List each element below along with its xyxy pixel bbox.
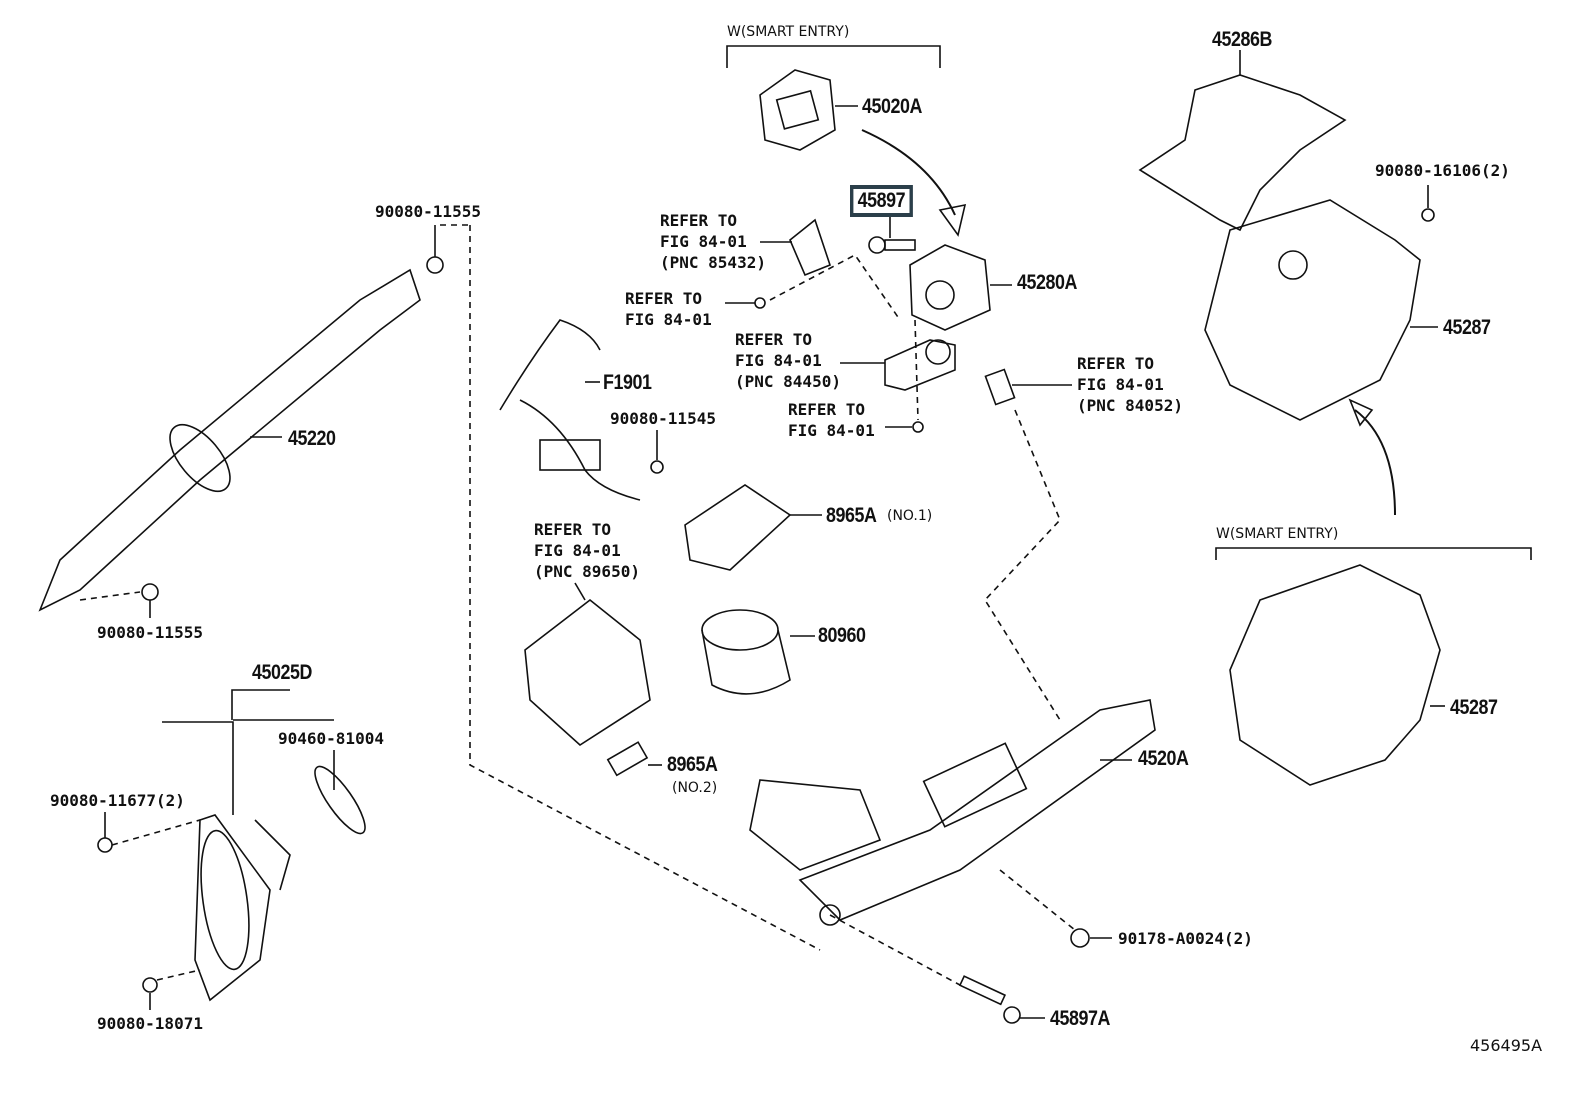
part-90080-16106 [1421,185,1435,222]
ref-line: REFER TO [534,520,612,539]
label-90460-81004[interactable]: 90460-81004 [278,729,384,748]
ref-line: FIG 84-01 [625,310,712,329]
ref-line: REFER TO [625,289,703,308]
part-84450 [840,339,956,391]
reference-pnc-89650[interactable]: REFER TO FIG 84-01 (PNC 89650) [534,519,640,582]
part-80960 [701,609,815,695]
ref-line: (PNC 84052) [1077,396,1183,415]
label-45897-highlighted[interactable]: 45897 [850,185,913,217]
note-no2: (NO.2) [672,780,718,796]
reference-pnc-85432[interactable]: REFER TO FIG 84-01 (PNC 85432) [660,210,766,273]
ref-line: (PNC 89650) [534,562,640,581]
smart-entry-note-top: W(SMART ENTRY) [727,24,850,40]
label-90080-18071[interactable]: 90080-18071 [97,1014,203,1033]
arrow-head-right [1348,398,1374,427]
ref-line: REFER TO [735,330,813,349]
part-84052 [984,368,1072,406]
label-4520A[interactable]: 4520A [1138,747,1189,770]
label-45897A[interactable]: 45897A [1050,1007,1110,1030]
part-90080-11555-bottom [79,583,159,618]
part-8965A-no2 [606,741,662,777]
part-90080-11545 [650,430,664,474]
part-45286B-cover [1138,50,1347,232]
label-45287-b[interactable]: 45287 [1450,696,1498,719]
part-90460-81004-clamp [233,719,366,835]
label-F1901[interactable]: F1901 [603,371,652,394]
label-90080-11555-bottom[interactable]: 90080-11555 [97,623,203,642]
part-89650-ecu [524,582,651,747]
ref-line: (PNC 84450) [735,372,841,391]
reference-pnc-84052[interactable]: REFER TO FIG 84-01 (PNC 84052) [1077,353,1183,416]
part-45220-shaft [38,268,421,612]
ref-line: FIG 84-01 [1077,375,1164,394]
part-8965A-no1 [684,484,822,571]
label-80960[interactable]: 80960 [818,624,866,647]
label-45025D[interactable]: 45025D [252,661,312,684]
part-45897-bolt [868,216,916,254]
label-90080-16106[interactable]: 90080-16106(2) [1375,161,1510,180]
smart-entry-bracket-top [726,45,941,68]
ref-line: REFER TO [788,400,866,419]
label-45287-a[interactable]: 45287 [1443,316,1491,339]
reference-pnc-84450[interactable]: REFER TO FIG 84-01 (PNC 84450) [735,329,841,392]
part-45287-cover-b [1229,564,1445,786]
label-8965A-no1[interactable]: 8965A [826,504,877,527]
label-8965A-no2[interactable]: 8965A [667,753,718,776]
note-no1: (NO.1) [887,508,933,524]
part-90080-11555-top [426,225,444,274]
arrow-curve-right [1354,409,1396,516]
smart-entry-note-right: W(SMART ENTRY) [1216,526,1339,542]
ref-line: FIG 84-01 [735,351,822,370]
ref-line: REFER TO [1077,354,1155,373]
part-45287-cover-a [1204,199,1438,421]
part-90080-18071 [142,969,201,1010]
label-90178-A0024[interactable]: 90178-A0024(2) [1118,929,1253,948]
arrow-head [938,203,967,237]
part-F1901-harness [499,319,641,501]
label-45220[interactable]: 45220 [288,427,336,450]
ref-line: FIG 84-01 [534,541,621,560]
reference-fig-84-01-b[interactable]: REFER TO FIG 84-01 [788,399,875,441]
ref-line: FIG 84-01 [660,232,747,251]
figure-id: 456495A [1470,1036,1543,1055]
ref-line: REFER TO [660,211,738,230]
part-45897A [829,914,1045,1024]
arrow-curve [861,129,956,216]
part-45020A-switch [759,69,858,151]
label-90080-11545[interactable]: 90080-11545 [610,409,716,428]
label-90080-11677[interactable]: 90080-11677(2) [50,791,185,810]
smart-entry-bracket-right [1215,547,1532,560]
ref-line: (PNC 85432) [660,253,766,272]
part-90178-A0024 [999,869,1112,948]
reference-fig-84-01-a[interactable]: REFER TO FIG 84-01 [625,288,712,330]
part-45025D-boot [162,689,291,1002]
label-90080-11555-top[interactable]: 90080-11555 [375,202,481,221]
part-45280A [909,244,1012,331]
ref-line: FIG 84-01 [788,421,875,440]
label-45280A[interactable]: 45280A [1017,271,1077,294]
part-85432 [760,218,831,277]
label-45286B[interactable]: 45286B [1212,28,1272,51]
part-90080-11677 [97,812,201,853]
label-45020A[interactable]: 45020A [862,95,922,118]
part-4520A-column [749,699,1156,926]
